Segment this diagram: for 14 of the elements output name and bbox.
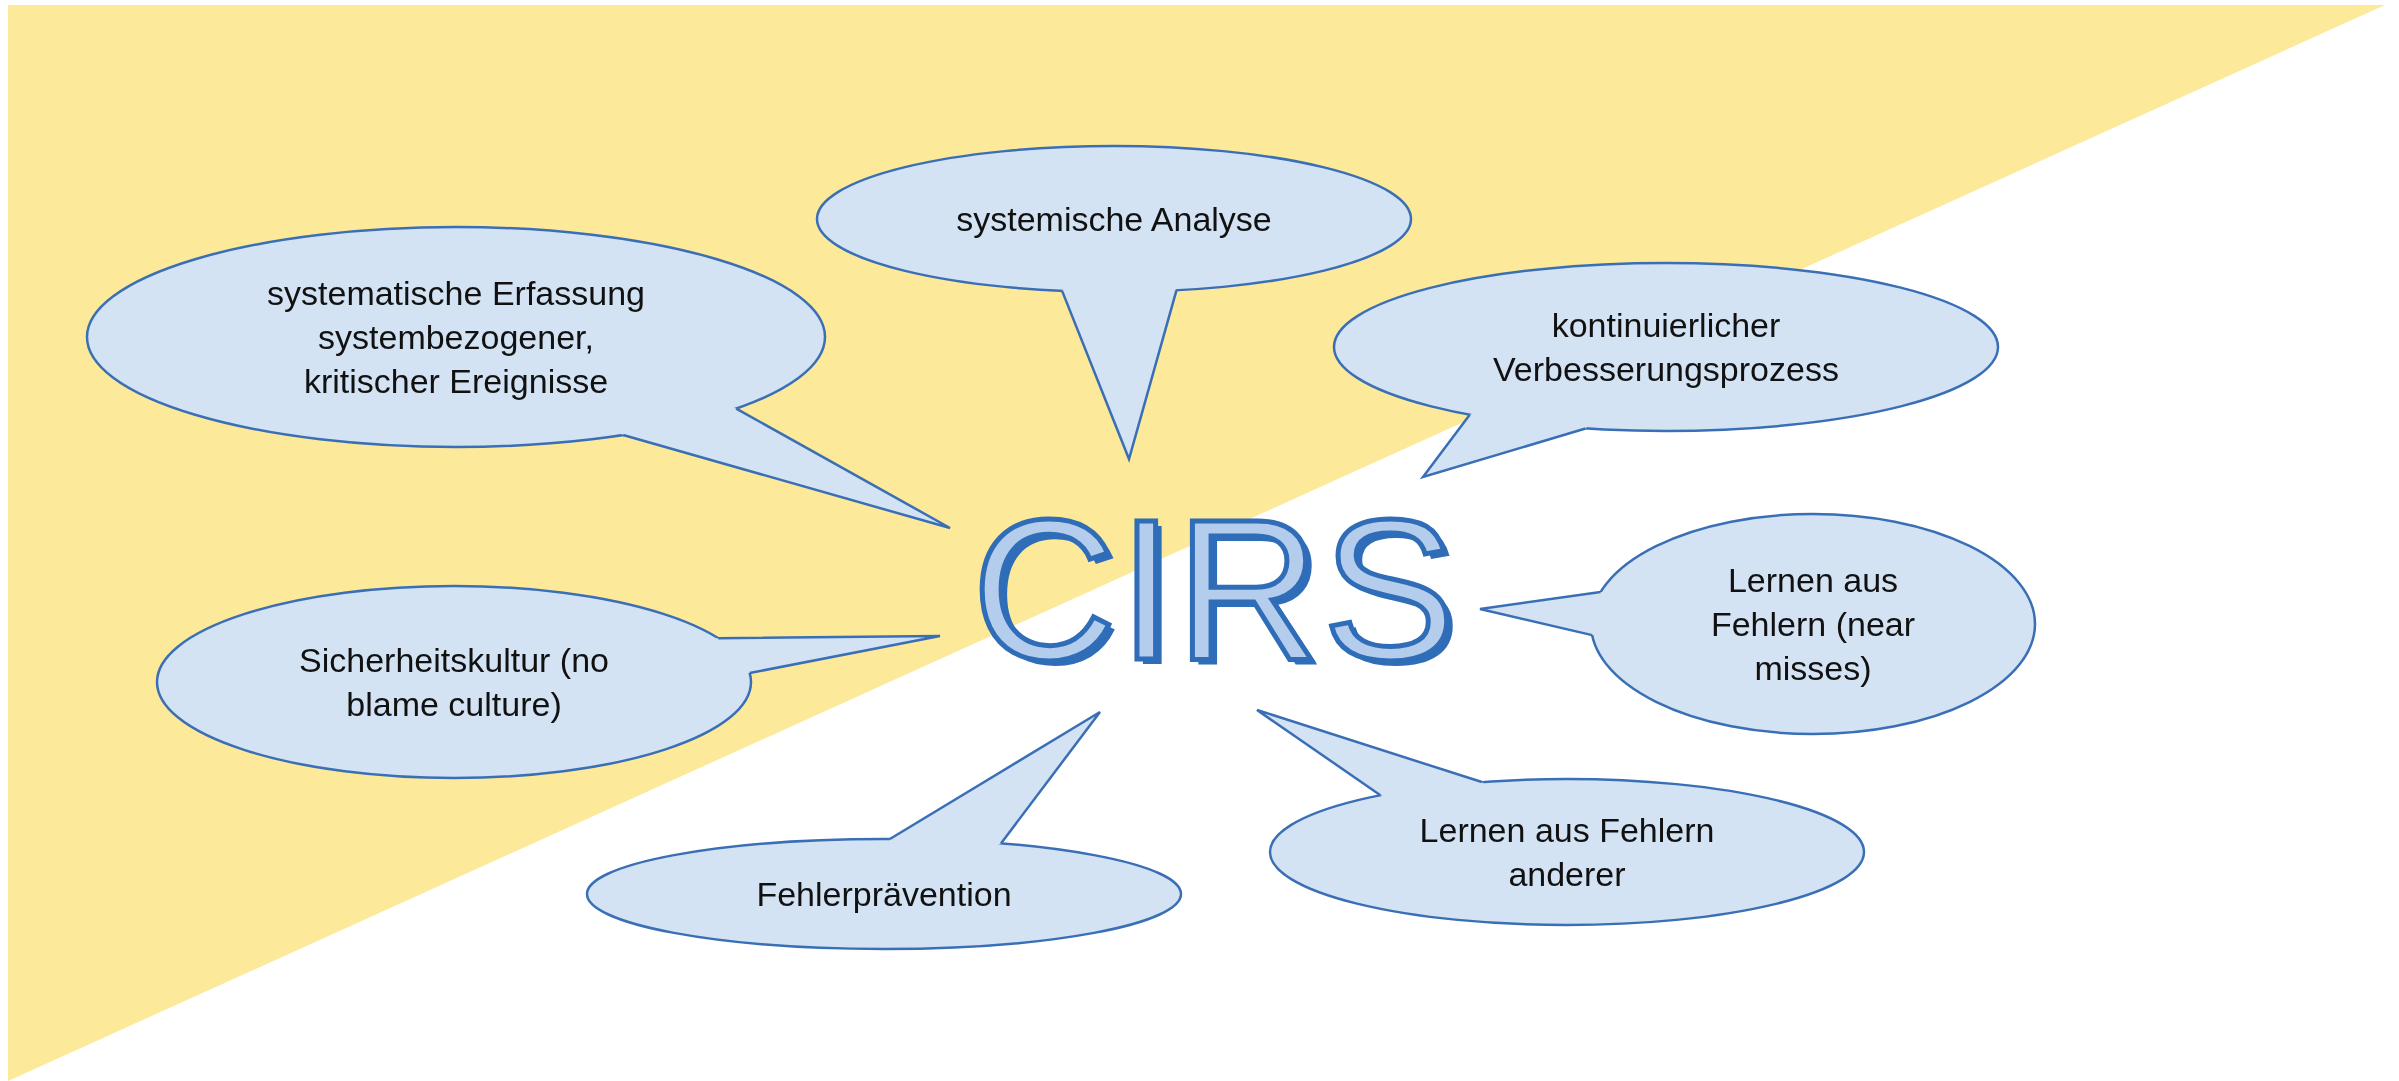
bubble-text: systemische Analyse xyxy=(955,198,1273,240)
bubble-text: Lernen aus Fehlern anderer xyxy=(1418,809,1716,895)
speech-bubble xyxy=(85,225,952,530)
bubble-text: Sicherheitskultur (no blame culture) xyxy=(298,639,610,725)
speech-bubble xyxy=(1255,708,1866,927)
speech-bubble xyxy=(155,584,942,780)
speech-bubble xyxy=(1478,512,2037,736)
bubble-text: Lernen aus Fehlern (near misses) xyxy=(1709,559,1917,690)
speech-bubble xyxy=(585,710,1183,951)
bubble-text: kontinuierlicher Verbesserungsprozess xyxy=(1492,304,1840,390)
speech-bubble xyxy=(1332,261,2000,480)
bubble-text: systematische Erfassung systembezogener, kritischer Ereignisse xyxy=(266,272,646,403)
bubble-text: Fehlerprävention xyxy=(755,873,1013,915)
speech-bubble xyxy=(815,144,1413,463)
